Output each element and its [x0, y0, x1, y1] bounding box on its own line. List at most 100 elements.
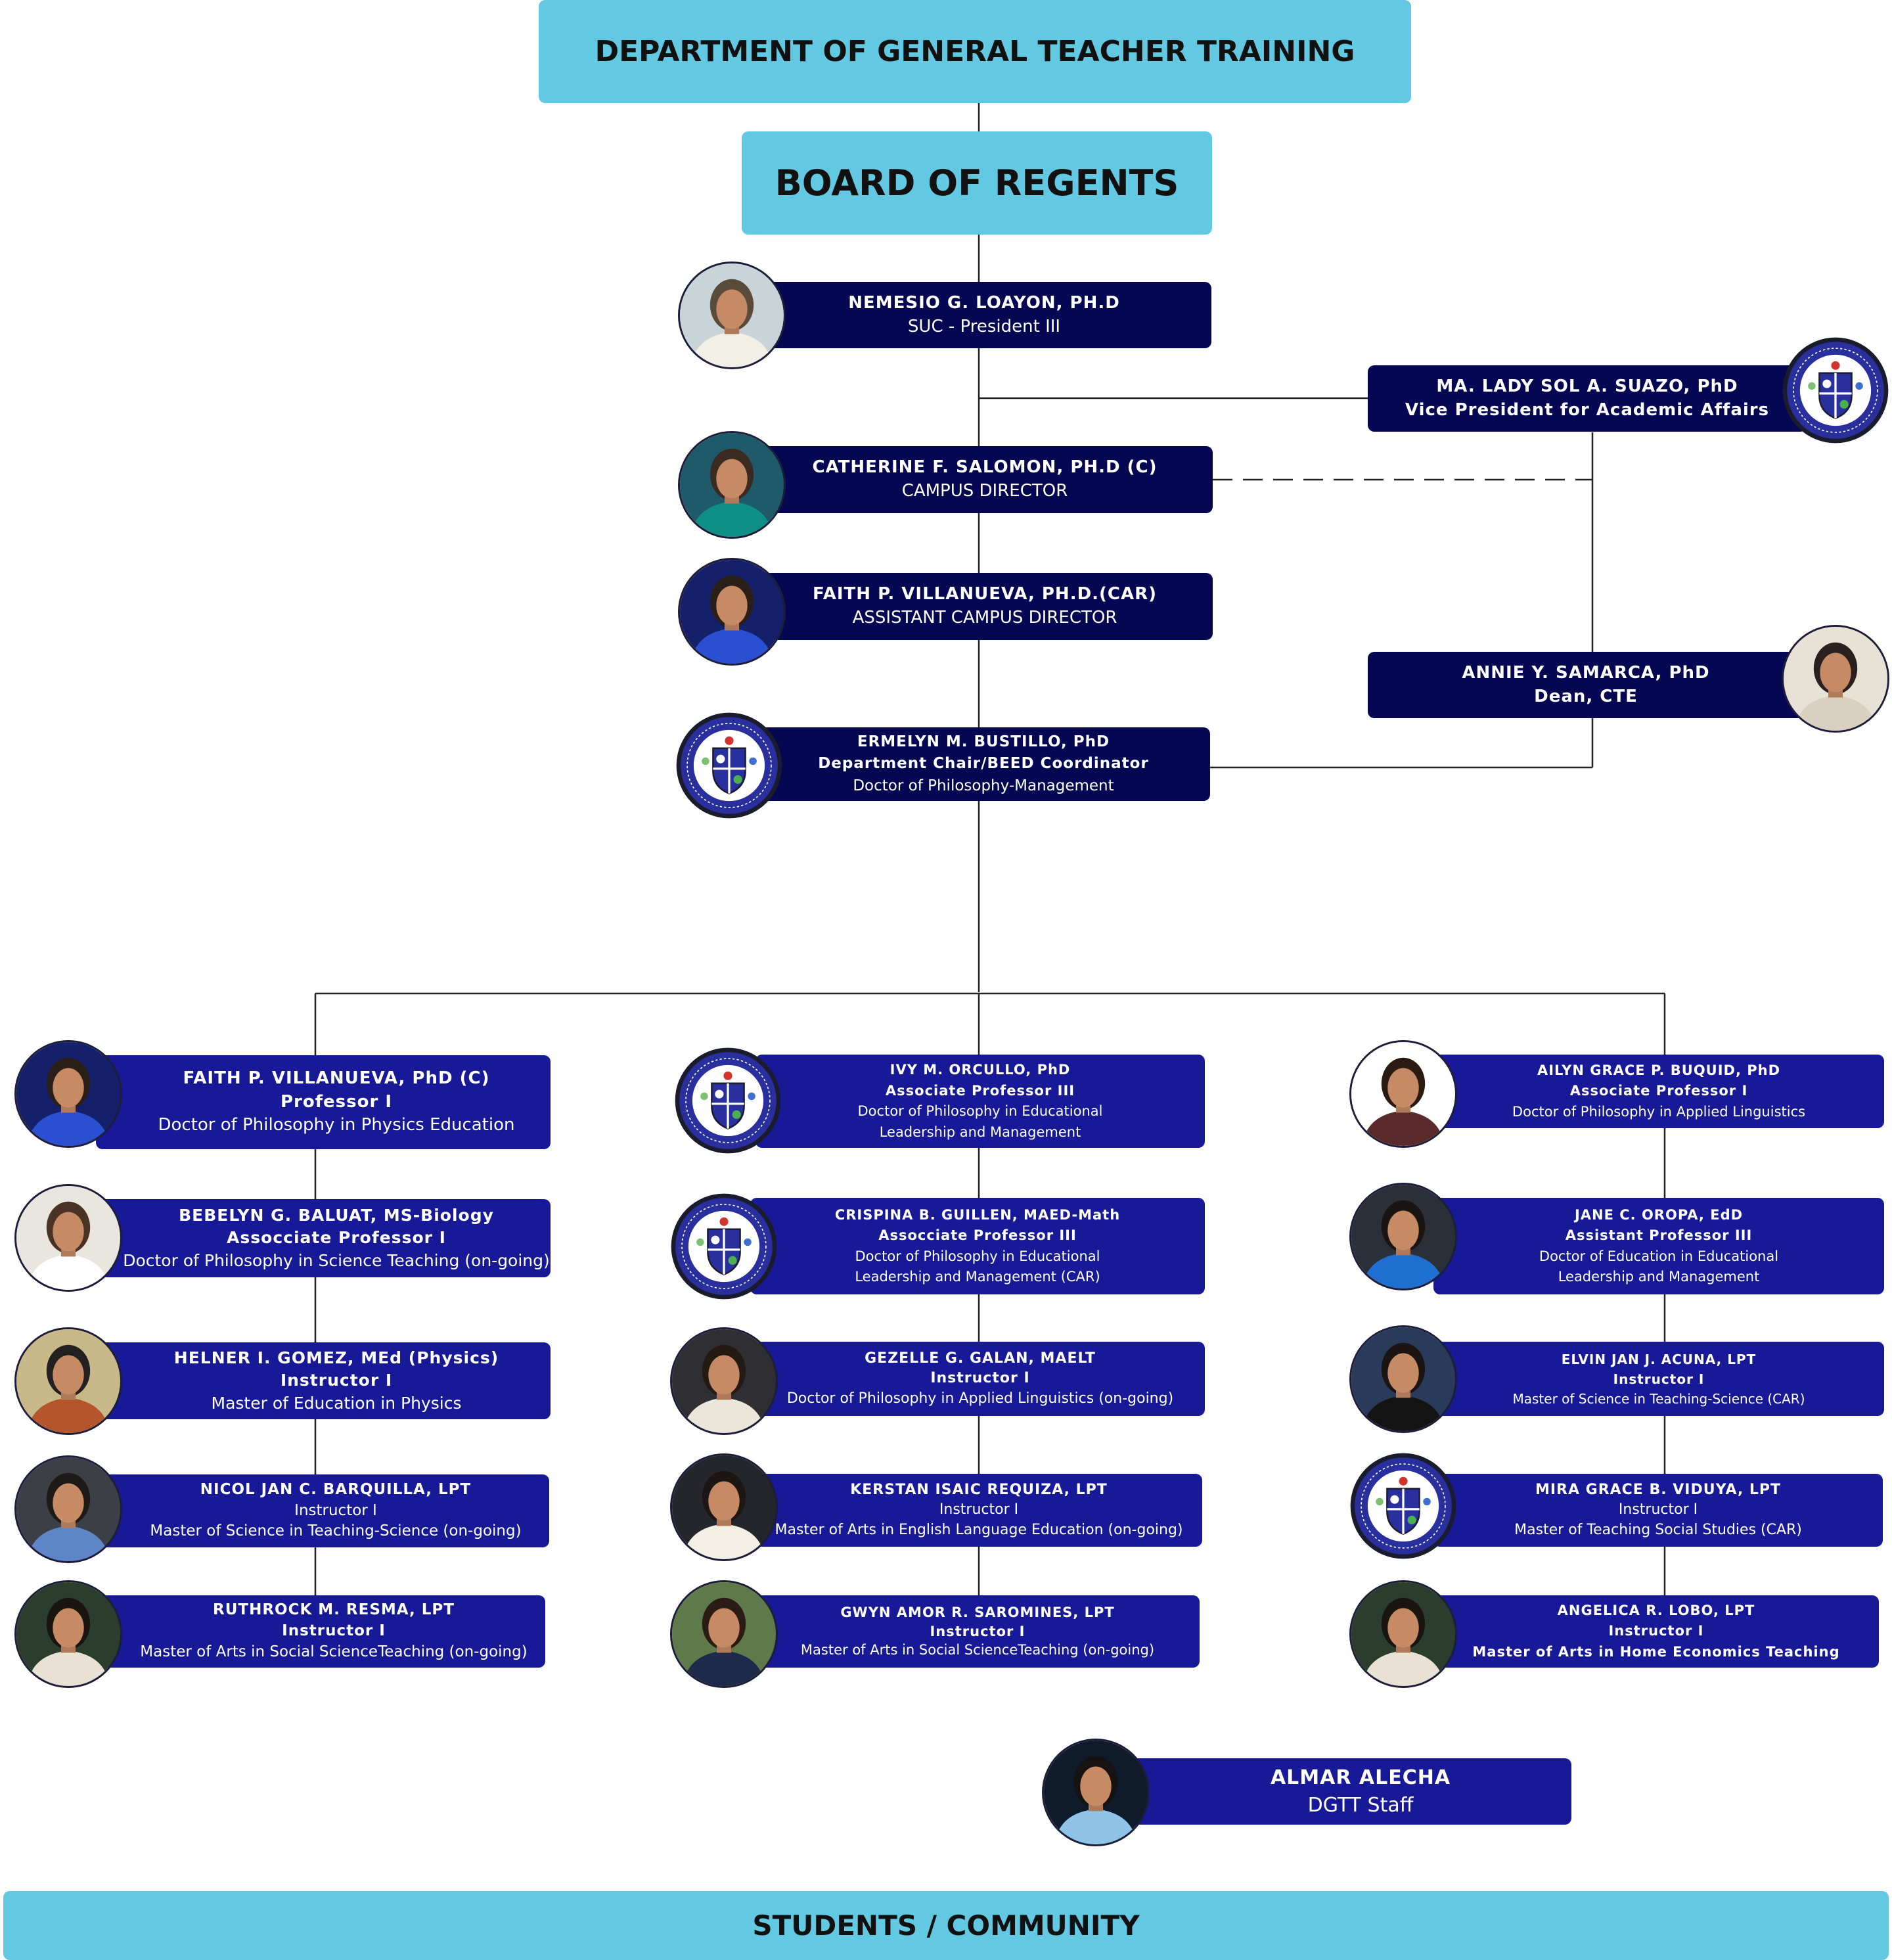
faculty-degree: Master of Education in Physics [211, 1393, 462, 1413]
department-title-banner: DEPARTMENT OF GENERAL TEACHER TRAINING [539, 0, 1411, 103]
faculty-card: ANGELICA R. LOBO, LPT Instructor I Maste… [1433, 1595, 1879, 1668]
faculty-degree: Doctor of Philosophy in Applied Linguist… [786, 1390, 1174, 1407]
faculty-degree-cont: Leadership and Management (CAR) [855, 1269, 1100, 1285]
faculty-name: HELNER I. GOMEZ, MEd (Physics) [173, 1348, 499, 1367]
staff-photo [1042, 1739, 1150, 1846]
faculty-rank: Professor I [280, 1091, 393, 1112]
dean-name: ANNIE Y. SAMARCA, PhD [1462, 662, 1710, 683]
asst-director-photo [678, 558, 786, 666]
president-photo [678, 262, 786, 369]
faculty-rank: Assocciate Professor I [227, 1228, 446, 1248]
faculty-name: FAITH P. VILLANUEVA, PhD (C) [183, 1068, 490, 1088]
faculty-degree: Doctor of Philosophy in Educational [857, 1103, 1103, 1119]
vpaa-name: MA. LADY SOL A. SUAZO, PhD [1436, 376, 1738, 396]
staff-role: DGTT Staff [1307, 1793, 1414, 1817]
faculty-rank: Instructor I [1618, 1501, 1698, 1518]
faculty-name: IVY M. ORCULLO, PhD [890, 1062, 1071, 1078]
faculty-card: AILYN GRACE P. BUQUID, PhD Associate Pro… [1433, 1055, 1884, 1128]
faculty-rank: Instructor I [1613, 1371, 1705, 1387]
chair-degree: Doctor of Philosophy-Management [853, 777, 1114, 794]
students-community-banner: STUDENTS / COMMUNITY [3, 1891, 1889, 1960]
president-name: NEMESIO G. LOAYON, PH.D [848, 292, 1120, 313]
faculty-name: NICOL JAN C. BARQUILLA, LPT [200, 1480, 472, 1498]
faculty-degree: Doctor of Philosophy in Applied Linguist… [1512, 1103, 1806, 1120]
university-seal-icon [670, 1193, 778, 1300]
vpaa-role: Vice President for Academic Affairs [1405, 399, 1770, 420]
campus-director-name: CATHERINE F. SALOMON, PH.D (C) [812, 457, 1158, 478]
staff-name: ALMAR ALECHA [1270, 1766, 1451, 1790]
vpaa-box: MA. LADY SOL A. SUAZO, PhD Vice Presiden… [1368, 365, 1807, 432]
campus-director-role: CAMPUS DIRECTOR [901, 481, 1068, 501]
faculty-degree: Doctor of Philosophy in Physics Educatio… [158, 1115, 515, 1135]
faculty-photo [670, 1453, 778, 1561]
faculty-rank: Assistant Professor III [1565, 1227, 1753, 1243]
faculty-name: KERSTAN ISAIC REQUIZA, LPT [850, 1481, 1108, 1498]
faculty-card: NICOL JAN C. BARQUILLA, LPT Instructor I… [96, 1474, 549, 1547]
chair-role: Department Chair/BEED Coordinator [818, 755, 1149, 773]
faculty-photo [14, 1184, 122, 1292]
board-of-regents-box: BOARD OF REGENTS [742, 131, 1212, 235]
faculty-name: ANGELICA R. LOBO, LPT [1557, 1602, 1755, 1618]
faculty-card: JANE C. OROPA, EdD Assistant Professor I… [1433, 1198, 1884, 1294]
university-seal-icon [1782, 336, 1889, 444]
faculty-card: RUTHROCK M. RESMA, LPT Instructor I Mast… [96, 1595, 545, 1668]
faculty-photo [14, 1580, 122, 1688]
faculty-degree: Master of Arts in Social ScienceTeaching… [140, 1643, 528, 1660]
faculty-card: KERSTAN ISAIC REQUIZA, LPT Instructor I … [755, 1474, 1202, 1547]
university-seal-icon [675, 712, 783, 819]
faculty-card: FAITH P. VILLANUEVA, PhD (C) Professor I… [96, 1055, 551, 1149]
university-seal-icon [674, 1047, 782, 1154]
dean-role: Dean, CTE [1534, 686, 1638, 706]
faculty-name: AILYN GRACE P. BUQUID, PhD [1537, 1062, 1781, 1078]
faculty-name: MIRA GRACE B. VIDUYA, LPT [1535, 1481, 1782, 1498]
faculty-degree: Doctor of Education in Educational [1539, 1248, 1779, 1264]
faculty-card: GWYN AMOR R. SAROMINES, LPT Instructor I… [755, 1595, 1200, 1668]
faculty-degree-cont: Leadership and Management [1558, 1269, 1760, 1285]
university-seal-icon [1349, 1452, 1457, 1560]
faculty-rank: Instructor I [280, 1371, 393, 1390]
faculty-degree: Master of Science in Teaching-Science (o… [150, 1522, 522, 1540]
faculty-degree: Master of Science in Teaching-Science (C… [1512, 1390, 1805, 1407]
faculty-rank: Instructor I [1608, 1623, 1704, 1639]
faculty-photo [670, 1327, 778, 1435]
faculty-card: IVY M. ORCULLO, PhD Associate Professor … [755, 1055, 1205, 1148]
faculty-photo [1349, 1325, 1457, 1433]
students-community-title: STUDENTS / COMMUNITY [752, 1909, 1140, 1942]
faculty-rank: Instructor I [282, 1622, 386, 1640]
faculty-rank: Instructor I [930, 1623, 1025, 1639]
faculty-degree: Master of Arts in English Language Educa… [775, 1521, 1183, 1538]
faculty-rank: Associate Professor I [1569, 1083, 1748, 1099]
dean-photo [1782, 625, 1889, 733]
faculty-name: JANE C. OROPA, EdD [1574, 1206, 1744, 1223]
chair-box: ERMELYN M. BUSTILLO, PhD Department Chai… [757, 727, 1210, 801]
board-of-regents-title: BOARD OF REGENTS [775, 162, 1179, 204]
faculty-name: BEBELYN G. BALUAT, MS-Biology [179, 1205, 494, 1225]
asst-director-role: ASSISTANT CAMPUS DIRECTOR [852, 608, 1117, 627]
faculty-photo [14, 1327, 122, 1435]
staff-box: ALMAR ALECHA DGTT Staff [1123, 1758, 1571, 1825]
faculty-name: ELVIN JAN J. ACUNA, LPT [1561, 1351, 1757, 1367]
faculty-degree-cont: Leadership and Management [879, 1124, 1081, 1140]
faculty-photo [14, 1455, 122, 1563]
faculty-card: HELNER I. GOMEZ, MEd (Physics) Instructo… [96, 1342, 551, 1419]
dean-box: ANNIE Y. SAMARCA, PhD Dean, CTE [1368, 652, 1804, 718]
president-box: NEMESIO G. LOAYON, PH.D SUC - President … [757, 282, 1211, 348]
faculty-photo [14, 1040, 122, 1148]
faculty-rank: Instructor I [939, 1501, 1019, 1518]
faculty-name: RUTHROCK M. RESMA, LPT [213, 1601, 455, 1619]
faculty-name: GEZELLE G. GALAN, MAELT [865, 1350, 1096, 1367]
faculty-rank: Associate Professor III [885, 1082, 1075, 1099]
department-title: DEPARTMENT OF GENERAL TEACHER TRAINING [595, 35, 1355, 68]
faculty-photo [1349, 1580, 1457, 1688]
campus-director-box: CATHERINE F. SALOMON, PH.D (C) CAMPUS DI… [757, 446, 1213, 513]
faculty-photo [1349, 1183, 1457, 1290]
campus-director-photo [678, 431, 786, 539]
faculty-rank: Instructor I [930, 1370, 1030, 1387]
faculty-card: GEZELLE G. GALAN, MAELT Instructor I Doc… [755, 1342, 1205, 1416]
chair-name: ERMELYN M. BUSTILLO, PhD [857, 733, 1110, 750]
faculty-degree: Doctor of Philosophy in Science Teaching… [123, 1250, 550, 1270]
faculty-rank: Instructor I [294, 1501, 377, 1519]
faculty-degree: Master of Arts in Social ScienceTeaching… [800, 1642, 1155, 1658]
faculty-name: CRISPINA B. GUILLEN, MAED-Math [834, 1206, 1121, 1223]
faculty-degree: Master of Arts in Home Economics Teachin… [1472, 1643, 1840, 1660]
